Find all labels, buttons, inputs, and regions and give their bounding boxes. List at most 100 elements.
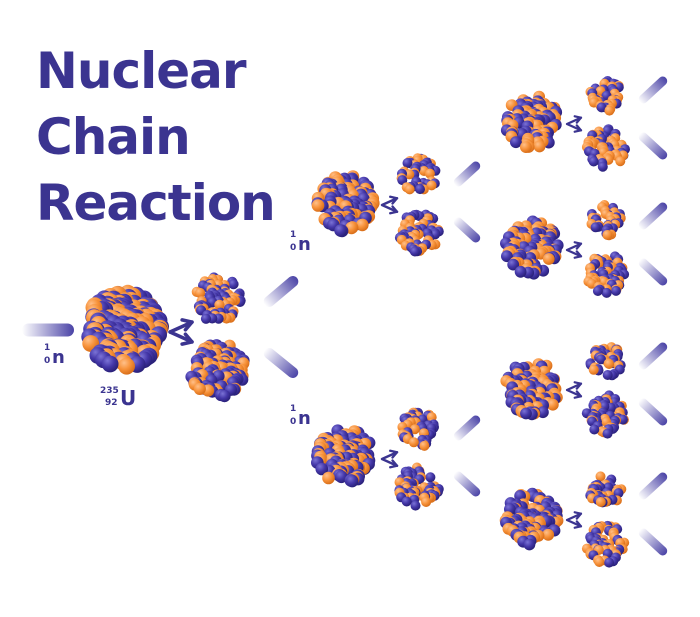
neutron-sphere: [409, 246, 420, 257]
proton-sphere: [356, 218, 369, 232]
neutron-beam-icon: [638, 398, 668, 426]
fragment-icon: [581, 390, 629, 439]
neutron-sphere: [501, 250, 513, 263]
proton-sphere: [604, 105, 615, 116]
neutron-sphere: [589, 424, 600, 435]
proton-sphere: [542, 253, 555, 265]
neutron-beam-icon: [638, 528, 668, 556]
neutron-sphere: [611, 285, 621, 296]
neutron-beam-icon: [453, 415, 481, 441]
neutron-mass-number: 1: [290, 404, 296, 414]
neutron-sphere: [590, 222, 601, 233]
proton-sphere: [322, 471, 335, 485]
proton-sphere: [546, 398, 559, 411]
neutron-symbol: n: [298, 234, 311, 255]
proton-sphere: [595, 497, 606, 507]
neutron-sphere: [315, 462, 329, 476]
neutron-atomic-number: 0: [290, 243, 296, 253]
split-arrow-icon: [565, 511, 583, 529]
neutron-sphere: [592, 286, 603, 296]
split-arrow-icon: [565, 115, 583, 133]
fragment-icon: [586, 200, 626, 241]
neutron-sphere: [597, 161, 608, 172]
neutron-symbol: n: [298, 408, 311, 429]
proton-sphere: [193, 382, 206, 395]
neutron-sphere: [345, 474, 359, 488]
fragment-icon: [585, 471, 627, 508]
fragment-icon: [396, 153, 441, 195]
neutron-mass-number: 1: [290, 230, 296, 240]
neutron-beam-icon: [638, 202, 668, 230]
proton-sphere: [595, 471, 606, 482]
fragment-icon: [185, 339, 250, 403]
proton-sphere: [602, 230, 613, 240]
neutron-beam-icon: [638, 342, 668, 370]
neutron-beam-icon: [453, 217, 481, 243]
neutron-atomic-number: 0: [44, 356, 50, 366]
uranium-mass-number: 235: [100, 386, 119, 396]
neutron-sphere: [334, 224, 347, 237]
neutron-beams: [22, 76, 668, 556]
fragment-icon: [394, 462, 444, 511]
proton-sphere: [311, 199, 325, 212]
neutron-sphere: [401, 496, 412, 507]
nucleus-icon: [311, 170, 380, 238]
nucleus-icon: [311, 424, 376, 488]
proton-sphere: [533, 140, 546, 153]
uranium-atomic-number: 92: [105, 398, 118, 408]
fragment-icon: [581, 124, 630, 172]
neutron-sphere: [604, 557, 615, 568]
proton-sphere: [404, 169, 415, 180]
neutron-sphere: [507, 258, 520, 271]
fragment-icon: [581, 520, 630, 568]
neutron-sphere: [523, 538, 536, 551]
split-arrow-icon: [565, 241, 583, 259]
split-arrow-icon: [168, 318, 194, 346]
title-line-2: Chain: [36, 108, 191, 166]
neutron-sphere: [402, 158, 413, 168]
nuclei: [81, 76, 630, 568]
proton-sphere: [542, 528, 555, 541]
neutron-symbol: n: [52, 347, 65, 368]
neutron-sphere: [514, 265, 527, 278]
neutron-sphere: [602, 428, 613, 439]
neutron-beam-icon: [453, 471, 481, 497]
neutron-beam-icon: [638, 76, 668, 104]
neutron-sphere: [596, 354, 606, 365]
proton-sphere: [421, 497, 432, 507]
neutron-sphere: [425, 472, 436, 483]
neutron-beam-icon: [638, 132, 668, 160]
neutron-atomic-number: 0: [290, 417, 296, 427]
fragment-icon: [191, 272, 246, 324]
proton-sphere: [424, 168, 435, 179]
split-arrow-icon: [565, 381, 583, 399]
neutron-sphere: [510, 136, 522, 149]
neutron-beam-icon: [453, 161, 481, 187]
uranium-nucleus-icon: [81, 284, 170, 375]
proton-sphere: [195, 287, 206, 299]
fragment-icon: [585, 76, 624, 116]
uranium-symbol: U: [120, 386, 136, 410]
proton-sphere: [615, 156, 626, 167]
neutron-label-upper: 1 0 n: [290, 230, 311, 255]
split-arrows: [168, 115, 583, 529]
neutron-sphere: [601, 287, 612, 298]
fragment-icon: [585, 342, 626, 381]
neutron-sphere: [596, 102, 607, 113]
neutron-beam-icon: [638, 472, 668, 500]
split-arrow-icon: [380, 195, 399, 215]
neutron-sphere: [537, 406, 549, 419]
fragment-icon: [394, 209, 444, 257]
neutron-sphere: [101, 355, 119, 373]
neutron-sphere: [410, 500, 421, 511]
nucleus-icon: [500, 358, 563, 421]
neutron-beam-icon: [263, 276, 299, 307]
neutron-sphere: [520, 407, 532, 420]
proton-sphere: [588, 364, 599, 375]
proton-sphere: [419, 440, 430, 451]
neutron-sphere: [602, 370, 613, 380]
proton-sphere: [214, 299, 225, 310]
nucleus-icon: [499, 487, 564, 551]
neutron-sphere: [228, 279, 239, 290]
